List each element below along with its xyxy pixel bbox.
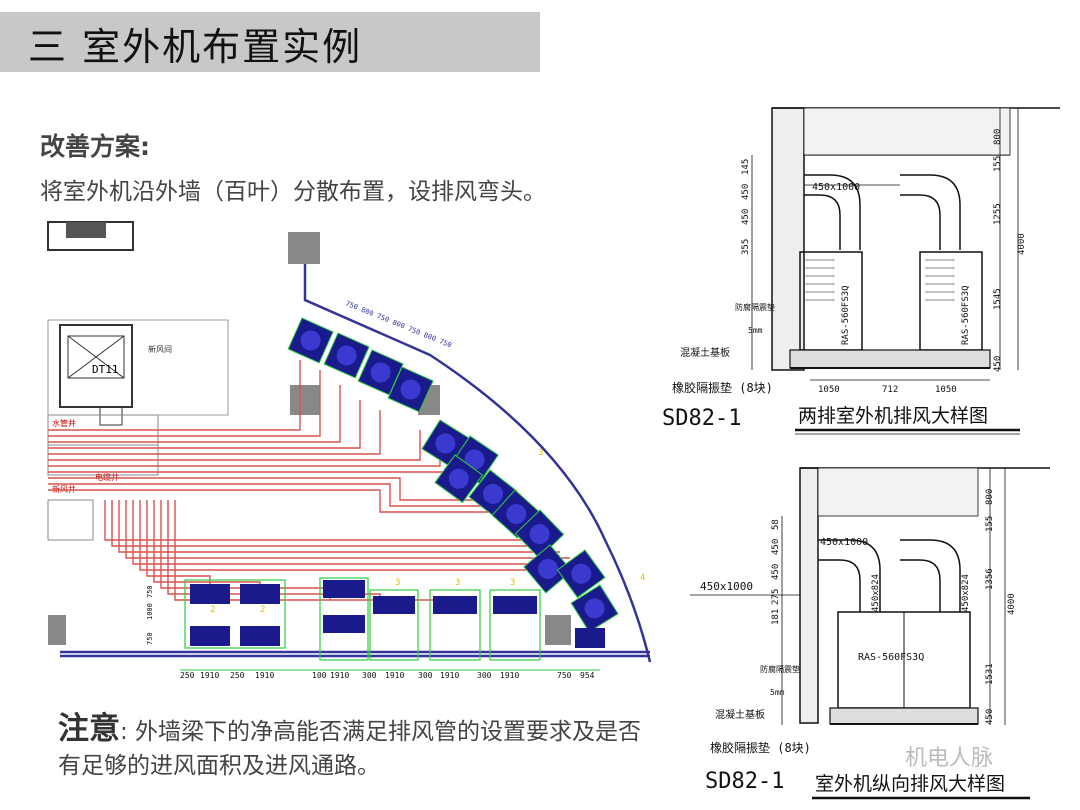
dim: 1255 <box>993 203 1003 225</box>
detail-caption: 两排室外机排风大样图 <box>798 405 988 427</box>
annotation: 橡胶隔振垫 (8块) <box>710 740 811 755</box>
title-bar <box>0 12 540 72</box>
total-height: 4000 <box>1007 593 1017 615</box>
dim: 1910 <box>385 671 404 680</box>
column <box>290 385 320 415</box>
dim: 58 <box>771 519 781 530</box>
unit-label: RAS-560FS3Q <box>961 285 971 345</box>
exterior-wall <box>60 264 652 663</box>
duct-vertical-label: 450x824 <box>871 574 881 612</box>
detail-caption: 室外机纵向排风大样图 <box>815 773 1005 795</box>
dim: 1531 <box>985 663 995 685</box>
dim: 1050 <box>818 385 840 395</box>
dim: 300 <box>418 671 433 680</box>
bottom-outdoor-units <box>184 577 605 661</box>
dim: 1545 <box>993 288 1003 310</box>
dim: 450 <box>771 539 781 555</box>
dim: 1910 <box>440 671 459 680</box>
dim: 450 <box>741 184 751 200</box>
slide-title: 三 室外机布置实例 <box>28 25 363 69</box>
unit-tag: 2 <box>260 605 265 615</box>
annotation: 防腐隔震垫 <box>735 302 775 312</box>
dim: 1356 <box>985 568 995 590</box>
watermark: 机电人脉 <box>905 746 994 771</box>
side-label-3: 新风井 <box>52 484 76 494</box>
dim: 250 <box>230 671 245 680</box>
annotation: 混凝土基板 <box>680 346 730 359</box>
note-text: : 外墙梁下的净高能否满足排风管的设置要求及是否有足够的进风面积及进风通路。 <box>58 719 642 779</box>
solution-heading: 改善方案: <box>40 132 150 161</box>
dim: 155 <box>985 516 995 532</box>
column <box>288 232 320 264</box>
unit-tag: 3 <box>510 578 515 588</box>
dim: 450 <box>771 564 781 580</box>
total-height: 4000 <box>1017 233 1027 255</box>
duct-label: 450x1000 <box>812 182 860 193</box>
side-label-1: 水管井 <box>52 418 76 428</box>
unit-tag: 3 <box>538 448 543 458</box>
column <box>545 615 571 645</box>
dim: 355 <box>741 239 751 255</box>
annotation: 混凝土基板 <box>715 708 765 721</box>
dim: 750 <box>146 585 154 598</box>
drawing-number: SD82-1 <box>662 406 741 431</box>
dim: 1910 <box>330 671 349 680</box>
duct-vertical-label: 450x824 <box>961 574 971 612</box>
duct-side-label: 450x1000 <box>700 580 753 593</box>
dim: 300 <box>477 671 492 680</box>
detail-bottom <box>690 467 1050 725</box>
dim: 1050 <box>935 385 957 395</box>
dim: 100 <box>312 671 327 680</box>
unit-label: RAS-560FS3Q <box>858 652 924 663</box>
note-paragraph: 注意: 外墙梁下的净高能否满足排风管的设置要求及是否有足够的进风面积及进风通路。 <box>58 712 658 783</box>
dim: 450 <box>993 356 1003 372</box>
dim: 750 <box>557 671 572 680</box>
floor-plan: DT11 新风间 水管井 电缆井 新风井 <box>47 221 652 680</box>
dim: 712 <box>882 385 898 395</box>
bottom-dims: 250 1910 250 1910 100 1910 300 1910 300 … <box>180 671 595 680</box>
dim: 155 <box>993 156 1003 172</box>
unit-label: RAS-560FS3Q <box>841 285 851 345</box>
room-outline <box>47 319 229 416</box>
dim: 145 <box>741 159 751 175</box>
elevator-label: DT11 <box>92 363 119 376</box>
core-column <box>66 222 106 238</box>
dim: 750 <box>146 632 154 645</box>
column <box>48 615 66 645</box>
dim: 1910 <box>255 671 274 680</box>
unit-tag: 4 <box>640 573 645 583</box>
dim: 181 <box>771 609 781 625</box>
dim: 450 <box>741 209 751 225</box>
annotation: 5mm <box>770 688 785 697</box>
detail-top: 450x1000 RAS-560FS3Q RAS-560FS3Q <box>751 107 1060 381</box>
solution-description: 将室外机沿外墙（百叶）分散布置，设排风弯头。 <box>40 179 546 205</box>
dim: 450 <box>985 709 995 725</box>
note-lead: 注意 <box>58 711 120 747</box>
dim: 1910 <box>200 671 219 680</box>
dim: 1000 <box>146 603 154 620</box>
annotation: 防腐隔震垫 <box>760 664 800 674</box>
dim: 300 <box>362 671 377 680</box>
dim: 1910 <box>500 671 519 680</box>
duct-label: 450x1000 <box>820 537 868 548</box>
dim: 250 <box>180 671 195 680</box>
unit-tag: 2 <box>210 605 215 615</box>
dim: 275 <box>771 589 781 605</box>
dim: 800 <box>985 489 995 505</box>
annotation: 橡胶隔振垫 (8块) <box>672 380 773 395</box>
annotation: 5mm <box>748 326 763 335</box>
dim: 954 <box>580 671 595 680</box>
room-label: 新风间 <box>148 344 172 354</box>
curved-outdoor-units <box>287 317 619 633</box>
drawing-number: SD82-1 <box>705 769 784 794</box>
dim: 800 <box>993 129 1003 145</box>
side-label-2: 电缆井 <box>95 472 119 482</box>
unit-tag: 3 <box>455 578 460 588</box>
unit-tag: 3 <box>395 578 400 588</box>
elevator-shaft <box>59 324 133 408</box>
